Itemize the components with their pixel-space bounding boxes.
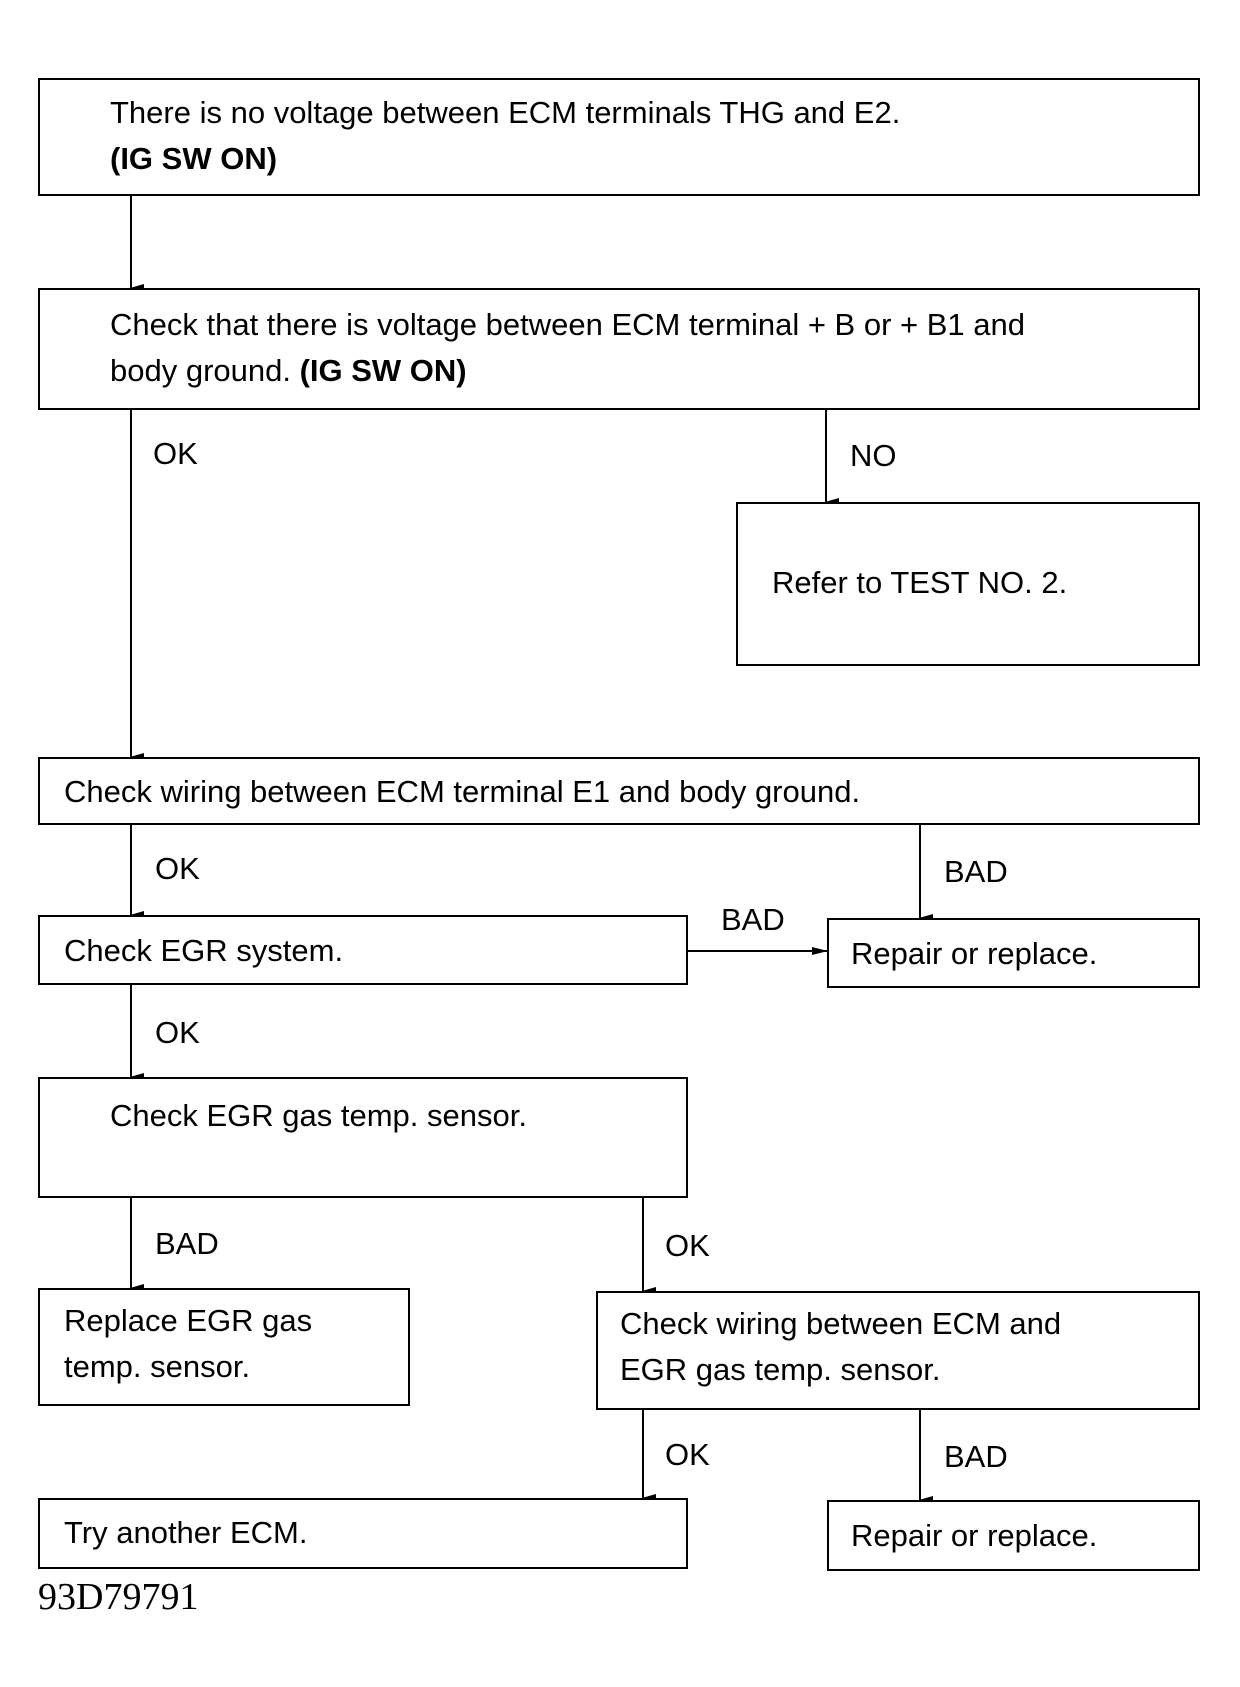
box-no-voltage-line1: There is no voltage between ECM terminal…	[110, 95, 901, 130]
box-replace-egr-sensor-line1: Replace EGR gas	[64, 1303, 313, 1338]
label-bad-b7: BAD	[155, 1226, 219, 1261]
box-refer-test-text: Refer to TEST NO. 2.	[772, 565, 1068, 600]
box-check-egr-gas-sensor: Check EGR gas temp. sensor.	[38, 1077, 688, 1198]
label-no-b2: NO	[850, 438, 897, 473]
box-replace-egr-sensor: Replace EGR gas temp. sensor.	[38, 1288, 410, 1406]
box-check-egr-gas-sensor-text: Check EGR gas temp. sensor.	[110, 1098, 527, 1133]
box-repair-replace-1-text: Repair or replace.	[851, 936, 1098, 971]
box-check-wiring-ecm-sensor-line2: EGR gas temp. sensor.	[620, 1352, 941, 1387]
box-check-wiring-ecm-sensor-line1: Check wiring between ECM and	[620, 1306, 1062, 1341]
box-no-voltage-thg-e2: There is no voltage between ECM terminal…	[38, 78, 1200, 196]
box-check-voltage-b-b1: Check that there is voltage between ECM …	[38, 288, 1200, 410]
box-check-wiring-e1: Check wiring between ECM terminal E1 and…	[38, 757, 1200, 825]
label-bad-b4: BAD	[944, 854, 1008, 889]
box-check-egr-system-text: Check EGR system.	[64, 933, 344, 968]
box-try-another-ecm: Try another ECM.	[38, 1498, 688, 1569]
box-check-voltage-line2: body ground. (IG SW ON)	[110, 348, 467, 394]
box-check-wiring-e1-text: Check wiring between ECM terminal E1 and…	[64, 774, 861, 809]
label-ok-b7: OK	[665, 1228, 710, 1263]
box-check-wiring-ecm-sensor: Check wiring between ECM and EGR gas tem…	[596, 1291, 1200, 1410]
box-refer-test-no-2: Refer to TEST NO. 2.	[736, 502, 1200, 666]
label-ok-b5: OK	[155, 1015, 200, 1050]
box-repair-replace-2: Repair or replace.	[827, 1500, 1200, 1571]
box-repair-replace-2-text: Repair or replace.	[851, 1518, 1098, 1553]
box-check-voltage-line2-text: body ground.	[110, 353, 300, 388]
box-replace-egr-sensor-line2: temp. sensor.	[64, 1349, 251, 1384]
box-repair-replace-1: Repair or replace.	[827, 918, 1200, 988]
label-ok-b9: OK	[665, 1437, 710, 1472]
box-check-voltage-line1: Check that there is voltage between ECM …	[110, 307, 1025, 342]
box-check-voltage-line2-bold: (IG SW ON)	[299, 353, 467, 388]
box-try-another-ecm-text: Try another ECM.	[64, 1515, 308, 1550]
label-ok-b4: OK	[155, 851, 200, 886]
label-bad-b5: BAD	[721, 902, 785, 937]
label-ok-b2: OK	[153, 436, 198, 471]
figure-code: 93D79791	[38, 1576, 199, 1618]
box-check-egr-system: Check EGR system.	[38, 915, 688, 985]
box-no-voltage-line2: (IG SW ON)	[110, 141, 278, 176]
label-bad-b9: BAD	[944, 1439, 1008, 1474]
